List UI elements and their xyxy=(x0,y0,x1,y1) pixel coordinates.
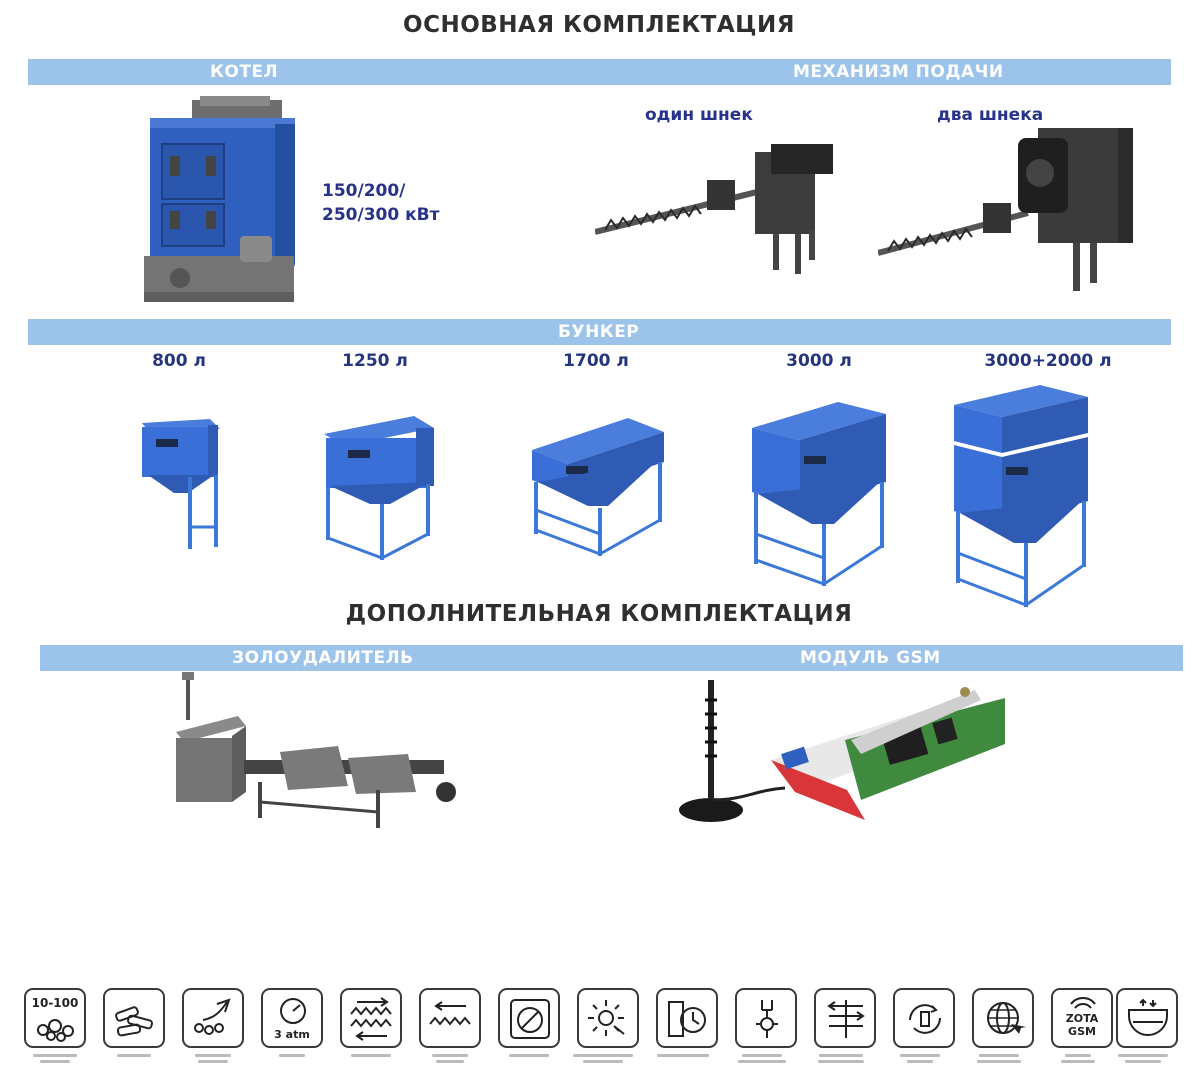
extra-section-icon xyxy=(1116,988,1178,1048)
software-update-icon xyxy=(893,988,955,1048)
ash-remover-image xyxy=(176,672,456,828)
spark-arrester-icon xyxy=(498,988,560,1048)
feeder-section-label: МЕХАНИЗМ ПОДАЧИ xyxy=(793,62,1004,82)
icon-caption xyxy=(101,1051,167,1071)
bunker-1700-image xyxy=(532,418,664,556)
gsm-section-label: МОДУЛЬ GSM xyxy=(800,648,941,668)
bunker-size-1250: 1250 л xyxy=(342,351,408,371)
gsm-brand-line1: ZOTA xyxy=(1065,1012,1099,1025)
pressure-text: 3 atm xyxy=(274,1028,310,1041)
main-title: ОСНОВНАЯ КОМПЛЕКТАЦИЯ xyxy=(403,12,795,38)
two-auger-feeder-image xyxy=(878,128,1133,291)
icon-caption xyxy=(570,1051,636,1071)
boiler-image xyxy=(144,96,295,302)
bunker-3000-image xyxy=(752,402,886,586)
internet-control-icon xyxy=(972,988,1034,1048)
pressure-gauge-icon: 3 atm xyxy=(261,988,323,1048)
gsm-module-image xyxy=(679,680,1005,822)
bunker-size-800: 800 л xyxy=(152,351,206,371)
bunker-800-image xyxy=(142,419,220,549)
fuel-range-text: 10-100 xyxy=(31,996,79,1010)
reverse-auger-icon xyxy=(419,988,481,1048)
pellets-icon xyxy=(103,988,165,1048)
icon-caption xyxy=(1110,1051,1176,1071)
ash-remover-section-label: ЗОЛОУДАЛИТЕЛЬ xyxy=(232,648,414,668)
weather-control-icon xyxy=(577,988,639,1048)
two-augers-icon xyxy=(340,988,402,1048)
two-augers-label: два шнека xyxy=(937,105,1044,125)
icon-caption xyxy=(417,1051,483,1071)
icon-caption xyxy=(729,1051,795,1071)
icon-caption xyxy=(808,1051,874,1071)
extra-title: ДОПОЛНИТЕЛЬНАЯ КОМПЛЕКТАЦИЯ xyxy=(345,601,853,627)
icon-caption xyxy=(650,1051,716,1071)
zota-gsm-icon: ZOTA GSM xyxy=(1051,988,1113,1048)
boiler-power-line2: 250/300 кВт xyxy=(322,205,440,225)
boiler-section-label: КОТЕЛ xyxy=(210,62,279,82)
icon-caption xyxy=(966,1051,1032,1071)
icon-caption xyxy=(259,1051,325,1071)
icon-caption xyxy=(180,1051,246,1071)
fuel-fraction-icon: 10-100 xyxy=(24,988,86,1048)
boiler-power-line1: 150/200/ xyxy=(322,181,406,201)
one-auger-label: один шнек xyxy=(645,105,753,125)
fast-start-icon xyxy=(656,988,718,1048)
icon-caption xyxy=(338,1051,404,1071)
heat-exchanger-icon xyxy=(814,988,876,1048)
icon-caption xyxy=(22,1051,88,1071)
bunker-size-3000-2000: 3000+2000 л xyxy=(984,351,1112,371)
one-auger-feeder-image xyxy=(595,144,833,274)
bunker-3000-2000-image xyxy=(954,385,1088,607)
section-band-extra: ЗОЛОУДАЛИТЕЛЬ МОДУЛЬ GSM xyxy=(40,645,1183,671)
feature-icon-row: 10-100 3 atm xyxy=(24,988,1184,1048)
bunker-size-1700: 1700 л xyxy=(563,351,629,371)
section-band-main: КОТЕЛ МЕХАНИЗМ ПОДАЧИ xyxy=(28,59,1171,85)
icon-caption xyxy=(887,1051,953,1071)
bunker-size-3000: 3000 л xyxy=(786,351,852,371)
section-band-bunker: БУНКЕР xyxy=(28,319,1171,345)
icon-caption xyxy=(496,1051,562,1071)
gsm-brand-line2: GSM xyxy=(1068,1025,1096,1038)
bunker-section-label: БУНКЕР xyxy=(558,322,640,342)
recirculation-protection-icon xyxy=(735,988,797,1048)
manual-feed-icon xyxy=(182,988,244,1048)
bunker-1250-image xyxy=(324,416,434,560)
icon-caption xyxy=(1045,1051,1111,1071)
